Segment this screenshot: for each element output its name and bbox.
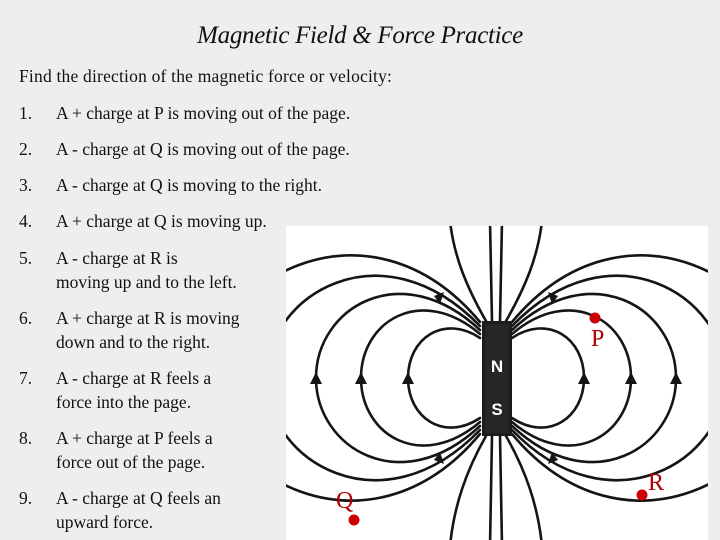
field-arrow bbox=[625, 372, 637, 384]
question-text: A + charge at Q is moving up. bbox=[56, 211, 267, 231]
field-line bbox=[488, 226, 494, 323]
question-text-line-1: A + charge at R is moving bbox=[56, 308, 240, 328]
question-number: 4. bbox=[19, 211, 33, 231]
question-number: 2. bbox=[19, 139, 33, 159]
field-arrow bbox=[578, 372, 590, 384]
point-r-marker bbox=[636, 489, 648, 501]
question-number: 6. bbox=[19, 308, 33, 328]
field-arrow bbox=[548, 452, 558, 464]
field-line bbox=[510, 254, 708, 502]
question-text: A + charge at P is moving out of the pag… bbox=[56, 103, 351, 123]
point-p-marker bbox=[589, 312, 601, 324]
question-number: 7. bbox=[19, 368, 33, 388]
question-number: 5. bbox=[19, 248, 33, 268]
question-text-line-2: down and to the right. bbox=[56, 332, 211, 352]
point-p-label: P bbox=[591, 326, 604, 352]
field-line bbox=[286, 254, 482, 502]
field-arrow bbox=[670, 372, 682, 384]
instructions: Find the direction of the magnetic force… bbox=[19, 66, 393, 86]
question-number: 3. bbox=[19, 175, 33, 195]
point-q-marker bbox=[348, 514, 360, 526]
field-line bbox=[504, 226, 543, 323]
field-line bbox=[488, 434, 494, 540]
question-text-line-2: force into the page. bbox=[56, 392, 192, 412]
question-text: A - charge at Q is moving to the right. bbox=[56, 175, 323, 195]
question-text-line-1: A + charge at P feels a bbox=[56, 428, 213, 448]
question-number: 8. bbox=[19, 428, 33, 448]
field-arrow bbox=[434, 452, 444, 464]
question-text: A - charge at Q is moving out of the pag… bbox=[56, 139, 350, 159]
question-text-line-2: force out of the page. bbox=[56, 452, 206, 472]
field-line bbox=[498, 434, 504, 540]
field-line bbox=[449, 434, 488, 540]
point-q-label: Q bbox=[336, 488, 353, 514]
point-r-label: R bbox=[648, 470, 664, 496]
magnetic-field-diagram: N S P Q R bbox=[286, 226, 708, 540]
field-line bbox=[286, 274, 482, 482]
field-arrow bbox=[548, 292, 558, 304]
question-text-line-1: A - charge at R is bbox=[56, 248, 178, 268]
south-pole-label: S bbox=[491, 400, 502, 419]
question-text-line-2: upward force. bbox=[56, 512, 154, 532]
question-number: 1. bbox=[19, 103, 33, 123]
field-arrow bbox=[355, 372, 367, 384]
field-line bbox=[449, 226, 488, 323]
question-number: 9. bbox=[19, 488, 33, 508]
field-line bbox=[406, 327, 482, 429]
field-line bbox=[498, 226, 504, 323]
field-arrow bbox=[434, 292, 444, 304]
question-text-line-1: A - charge at Q feels an bbox=[56, 488, 221, 508]
field-arrow bbox=[402, 372, 414, 384]
field-line bbox=[510, 274, 708, 482]
field-arrow bbox=[310, 372, 322, 384]
question-text-line-2: moving up and to the left. bbox=[56, 272, 237, 292]
field-line bbox=[510, 327, 586, 429]
bar-magnet: N S bbox=[482, 321, 512, 436]
field-line bbox=[504, 434, 543, 540]
page-title: Magnetic Field & Force Practice bbox=[197, 22, 523, 49]
north-pole-label: N bbox=[491, 357, 503, 376]
question-text-line-1: A - charge at R feels a bbox=[56, 368, 212, 388]
